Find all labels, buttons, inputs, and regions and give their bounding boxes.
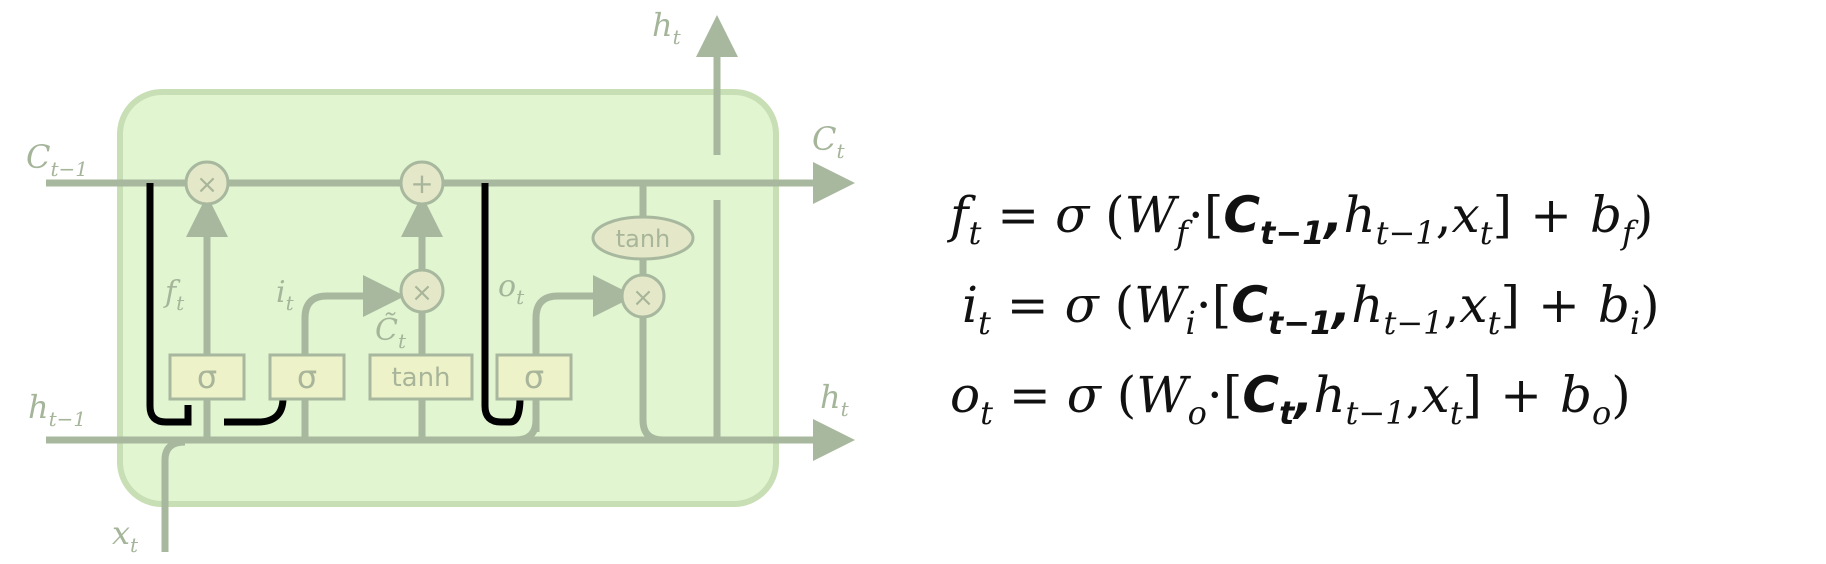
svg-text:×: × <box>632 283 654 313</box>
output-gate-equation: ot = σ (Wo·[Ct,ht−1,xt]+bo) <box>950 366 1631 432</box>
svg-text:tanh: tanh <box>391 363 450 393</box>
c-tilde-label: C̃t <box>375 313 407 353</box>
svg-text:C̃t: C̃t <box>375 313 407 353</box>
lstm-peephole-diagram: × + × × tanh σ σ tanh σ Ct−1 Ct ht−1 <box>26 6 855 557</box>
svg-text:×: × <box>196 170 218 200</box>
peephole-cell-term: Ct−1, <box>1223 186 1344 252</box>
svg-text:it: it <box>276 275 295 315</box>
output-path <box>532 275 635 432</box>
c-next-label: Ct <box>812 120 845 163</box>
svg-text:xt: xt <box>112 514 139 557</box>
input-gate-equation: it = σ (Wi·[Ct−1,ht−1,xt]+bi) <box>962 276 1660 342</box>
h-top-label: ht <box>652 6 682 49</box>
peephole-input <box>224 397 287 426</box>
input-multiply-op: × <box>399 268 445 314</box>
h-prev-label: ht−1 <box>28 388 86 431</box>
svg-text:ht: ht <box>820 378 850 421</box>
output-h-return <box>514 419 540 444</box>
h-next-label: ht <box>820 378 850 421</box>
forget-multiply-op: × <box>184 160 230 206</box>
input-path <box>301 275 405 440</box>
svg-text:Ct−1: Ct−1 <box>26 138 88 181</box>
forget-sigmoid-layer: σ <box>168 353 246 401</box>
svg-text:tanh: tanh <box>616 225 671 253</box>
svg-text:ht: ht <box>652 6 682 49</box>
cell-tanh-op: tanh <box>591 215 695 261</box>
c-prev-label: Ct−1 <box>26 138 88 181</box>
peephole-output <box>481 183 524 426</box>
output-sigmoid-layer: σ <box>495 353 573 401</box>
svg-text:Ct: Ct <box>812 120 845 163</box>
svg-text:σ: σ <box>197 358 217 396</box>
tanh-output-path <box>639 183 717 444</box>
candidate-tanh-layer: tanh <box>368 353 474 401</box>
svg-text:σ: σ <box>524 358 544 396</box>
input-sigmoid-layer: σ <box>268 353 346 401</box>
forget-gate-equation: ft = σ (Wf·[Ct−1,ht−1,xt]+bf) <box>950 186 1654 252</box>
svg-text:ht−1: ht−1 <box>28 388 86 431</box>
cell-add-op: + <box>399 160 445 206</box>
x-input-label: xt <box>112 514 139 557</box>
svg-text:×: × <box>411 278 433 308</box>
output-multiply-op: × <box>620 273 666 319</box>
x-input-line <box>161 438 186 552</box>
svg-text:ot: ot <box>498 269 525 309</box>
peephole-cell-term: Ct, <box>1242 366 1314 432</box>
peephole-cell-term: Ct−1, <box>1231 276 1352 342</box>
svg-text:σ: σ <box>297 358 317 396</box>
i-gate-label: it <box>276 275 295 315</box>
peephole-forget <box>146 183 192 426</box>
svg-text:+: + <box>410 167 433 200</box>
o-gate-label: ot <box>498 269 525 309</box>
